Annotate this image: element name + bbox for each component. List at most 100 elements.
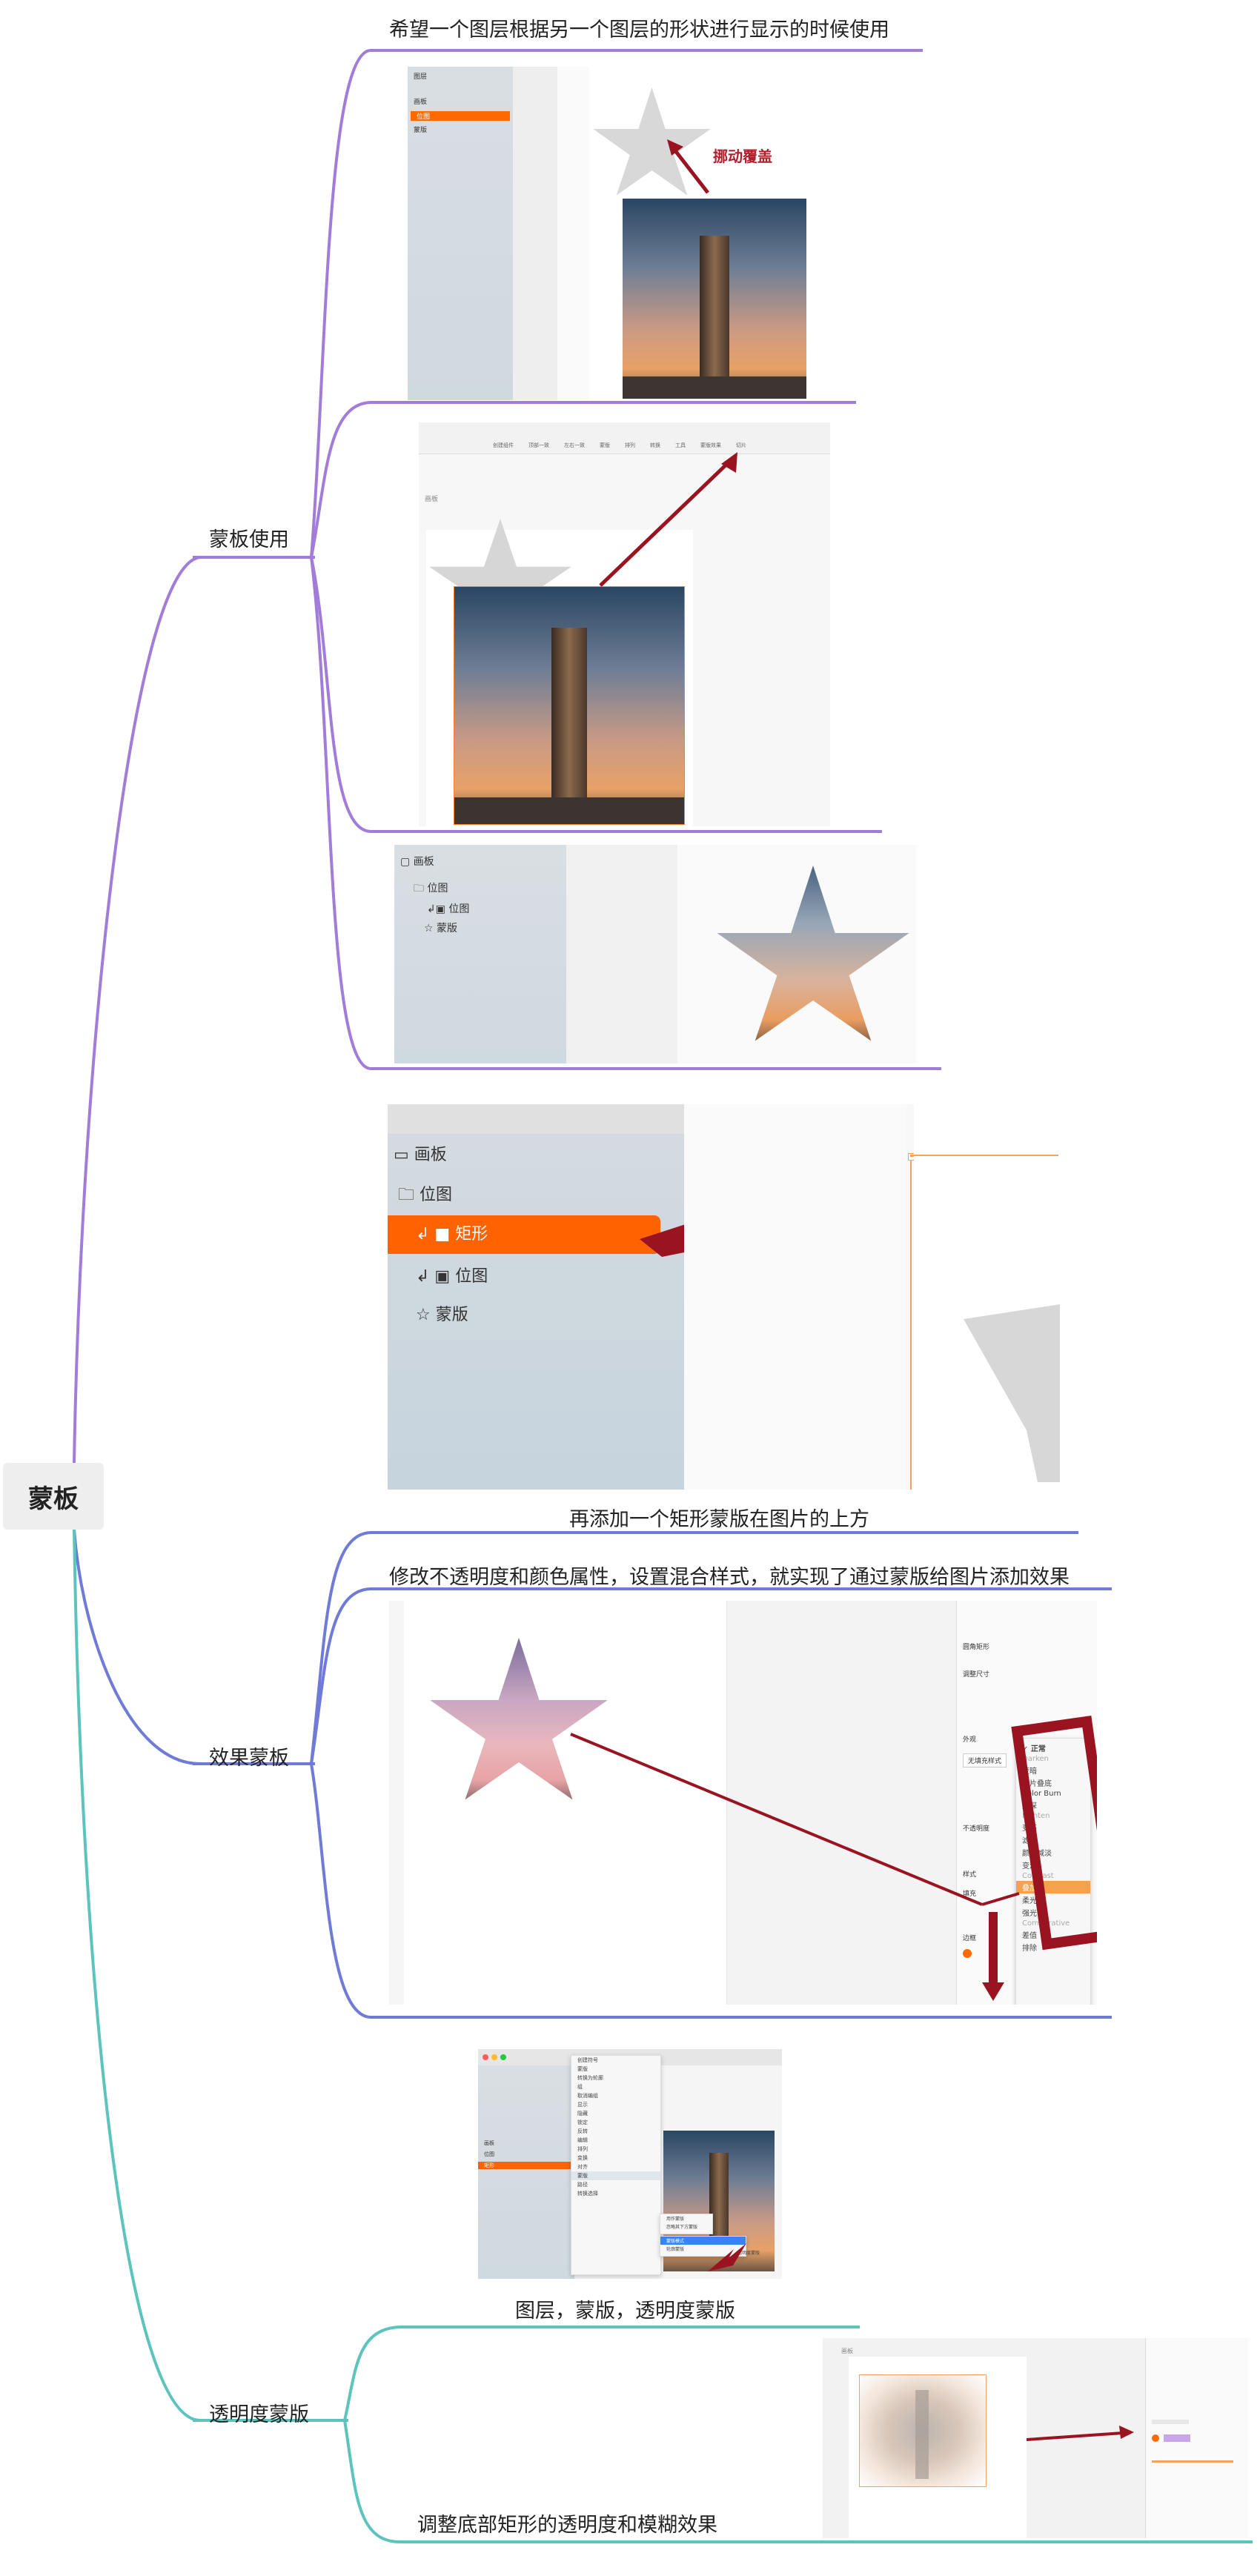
menu-item[interactable]: 显示	[577, 2102, 588, 2108]
branch-label-effect-mask[interactable]: 效果蒙板	[209, 1747, 289, 1770]
menu-item-mask[interactable]: 蒙版	[571, 2171, 660, 2180]
layer-row-bitmap[interactable]: ↲ ▣ 位图	[416, 1267, 488, 1286]
red-arrows	[570, 1716, 1097, 2001]
root-node[interactable]: 蒙板	[3, 1463, 104, 1530]
opacity-label: 不透明度	[963, 1825, 990, 1833]
submenu-item[interactable]: 轮廓蒙版	[666, 2247, 685, 2252]
section-resize: 调整尺寸	[963, 1671, 990, 1679]
toolbar-item[interactable]: 创建组件	[493, 442, 514, 448]
border-toggle[interactable]	[963, 1949, 972, 1958]
layer-row-artboard[interactable]: ▭ 画板	[394, 1146, 447, 1164]
fill-color-swatch[interactable]	[1164, 2434, 1190, 2442]
layer-row-mask[interactable]: ☆ 蒙版	[416, 1306, 468, 1324]
screenshot-5: 圆角矩形 调整尺寸 外观 无填充样式 不透明度 样式 填充 边框 ✓ 正常 Da…	[389, 1601, 1097, 2005]
blend-option[interactable]: 变浅	[1022, 1862, 1037, 1870]
toolbar-item[interactable]: 切片	[736, 442, 746, 448]
menu-item[interactable]: 排列	[577, 2146, 588, 2152]
submenu-item-opacity-mask[interactable]: 透明度蒙版	[737, 2251, 760, 2256]
layer-row[interactable]: 画板	[414, 99, 428, 106]
menu-item[interactable]: 取消编组	[577, 2093, 598, 2099]
menu-item[interactable]: 路径	[577, 2182, 588, 2188]
caption-3[interactable]: 修改不透明度和颜色属性，设置混合样式，就实现了通过蒙版给图片添加效果	[389, 1566, 1070, 1589]
menu-item[interactable]: 隐藏	[577, 2111, 588, 2117]
screenshot-1: 图层 画板 位图 蒙版 挪动覆盖	[408, 67, 812, 400]
layer-row[interactable]: 位图	[484, 2151, 494, 2157]
mask-submenu[interactable]: 用作蒙版 忽略其下方蒙版	[660, 2214, 713, 2234]
context-menu[interactable]: 创建符号 蒙版 转换为轮廓 组 取消编组 显示 隐藏 锁定 反转 编辑 排列 变…	[571, 2055, 661, 2275]
red-arrow	[1026, 2426, 1134, 2441]
style-label: 样式	[963, 1871, 977, 1879]
toolbar-item[interactable]: 蒙版效果	[700, 442, 721, 448]
menu-item[interactable]: 蒙版	[577, 2066, 588, 2072]
toolbar-item[interactable]: 左右一致	[564, 442, 585, 448]
caption-1[interactable]: 希望一个图层根据另一个图层的形状进行显示的时候使用	[389, 19, 889, 42]
canvas	[684, 1104, 906, 1490]
blend-option[interactable]: 变暗	[1022, 1767, 1037, 1776]
gray-star-fragment	[964, 1304, 1060, 1482]
layer-row-mask[interactable]: ☆ 蒙版	[424, 923, 458, 935]
branch-label-opacity-mask[interactable]: 透明度蒙版	[209, 2403, 309, 2426]
close-dot-icon[interactable]	[483, 2054, 488, 2060]
toolbar-item[interactable]: 工具	[675, 442, 686, 448]
blend-option[interactable]: 强光	[1022, 1910, 1037, 1918]
menu-item[interactable]: 反转	[577, 2128, 588, 2134]
layer-row[interactable]: 画板	[484, 2140, 494, 2146]
layer-row-artboard[interactable]: ▢ 画板	[400, 856, 434, 868]
menu-item[interactable]: 编辑	[577, 2137, 588, 2143]
layer-row-selected[interactable]: 位图	[411, 111, 510, 121]
branch-label-mask-usage[interactable]: 蒙板使用	[209, 528, 289, 551]
menu-item[interactable]: 变换	[577, 2155, 588, 2161]
toolbar-item[interactable]: 顶部一致	[528, 442, 549, 448]
menu-item[interactable]: 组	[577, 2084, 583, 2090]
blend-option-normal[interactable]: ✓ 正常	[1022, 1745, 1046, 1753]
toolbar-items: 创建组件 顶部一致 左右一致 蒙版 排列 转换 工具 蒙版效果 切片	[493, 442, 746, 449]
caption-4[interactable]: 图层，蒙版，透明度蒙版	[515, 2300, 735, 2323]
layer-row-bitmap[interactable]: ↲▣ 位图	[427, 903, 470, 915]
artboard	[404, 1601, 745, 2005]
blend-option[interactable]: Color Burn	[1022, 1790, 1061, 1798]
fill-style-select[interactable]: 无填充样式	[963, 1753, 1007, 1767]
layer-row-group[interactable]: 🗀 位图	[398, 1186, 453, 1204]
blend-option[interactable]: 差值	[1022, 1932, 1037, 1940]
submenu-item-mask-mode[interactable]: 蒙版模式	[660, 2237, 746, 2245]
submenu-item[interactable]: 用作蒙版	[666, 2217, 685, 2222]
layer-row-selected[interactable]: 矩形	[478, 2162, 574, 2169]
resize-handle[interactable]	[908, 1153, 914, 1161]
fill-label: 填充	[963, 1890, 977, 1898]
border-label: 边框	[963, 1935, 977, 1942]
canvas-gutter	[566, 845, 677, 1063]
fill-toggle[interactable]	[1152, 2434, 1159, 2442]
caption-2[interactable]: 再添加一个矩形蒙版在图片的上方	[569, 1508, 869, 1531]
layer-row[interactable]: 蒙版	[414, 127, 428, 134]
menu-item[interactable]: 转换为轮廓	[577, 2075, 603, 2081]
caption-5[interactable]: 调整底部矩形的透明度和模糊效果	[417, 2514, 717, 2537]
minimize-dot-icon[interactable]	[491, 2054, 497, 2060]
screenshot-2: 创建组件 顶部一致 左右一致 蒙版 排列 转换 工具 蒙版效果 切片 画板	[419, 422, 830, 826]
menu-item[interactable]: 转换选择	[577, 2191, 598, 2197]
toolbar-item[interactable]: 转换	[650, 442, 660, 448]
zoom-dot-icon[interactable]	[500, 2054, 506, 2060]
canvas-gutter	[513, 67, 557, 400]
shape-type[interactable]: 圆角矩形	[963, 1644, 990, 1651]
layer-row-rectangle-selected[interactable]: ↲ ■ 矩形	[388, 1215, 660, 1254]
blend-option[interactable]: 柔光	[1022, 1897, 1037, 1905]
layer-row-group[interactable]: 🗀 位图	[414, 883, 448, 894]
blend-option[interactable]: 排除	[1022, 1945, 1037, 1953]
toolbar-item[interactable]: 蒙版	[600, 442, 610, 448]
opacity-slider[interactable]	[1152, 2460, 1233, 2463]
layer-panel: 图层 画板 位图 蒙版	[408, 67, 513, 400]
toolbar	[419, 422, 830, 454]
red-arrow	[708, 2243, 746, 2271]
menu-item[interactable]: 对齐	[577, 2164, 588, 2170]
submenu-item[interactable]: 忽略其下方蒙版	[666, 2225, 698, 2230]
layer-panel: 画板 位图 矩形	[478, 2065, 574, 2279]
connector-root-branch2	[73, 1529, 201, 1765]
menu-item[interactable]: 锁定	[577, 2119, 588, 2125]
blend-option[interactable]: 正片叠底	[1022, 1780, 1052, 1788]
panel-title: 图层	[414, 73, 428, 81]
mask-mode-submenu[interactable]: 蒙版模式 轮廓蒙版	[660, 2236, 746, 2257]
toolbar-item[interactable]: 排列	[625, 442, 635, 448]
menu-item[interactable]: 创建符号	[577, 2057, 598, 2063]
masked-photo-star	[717, 866, 909, 1041]
